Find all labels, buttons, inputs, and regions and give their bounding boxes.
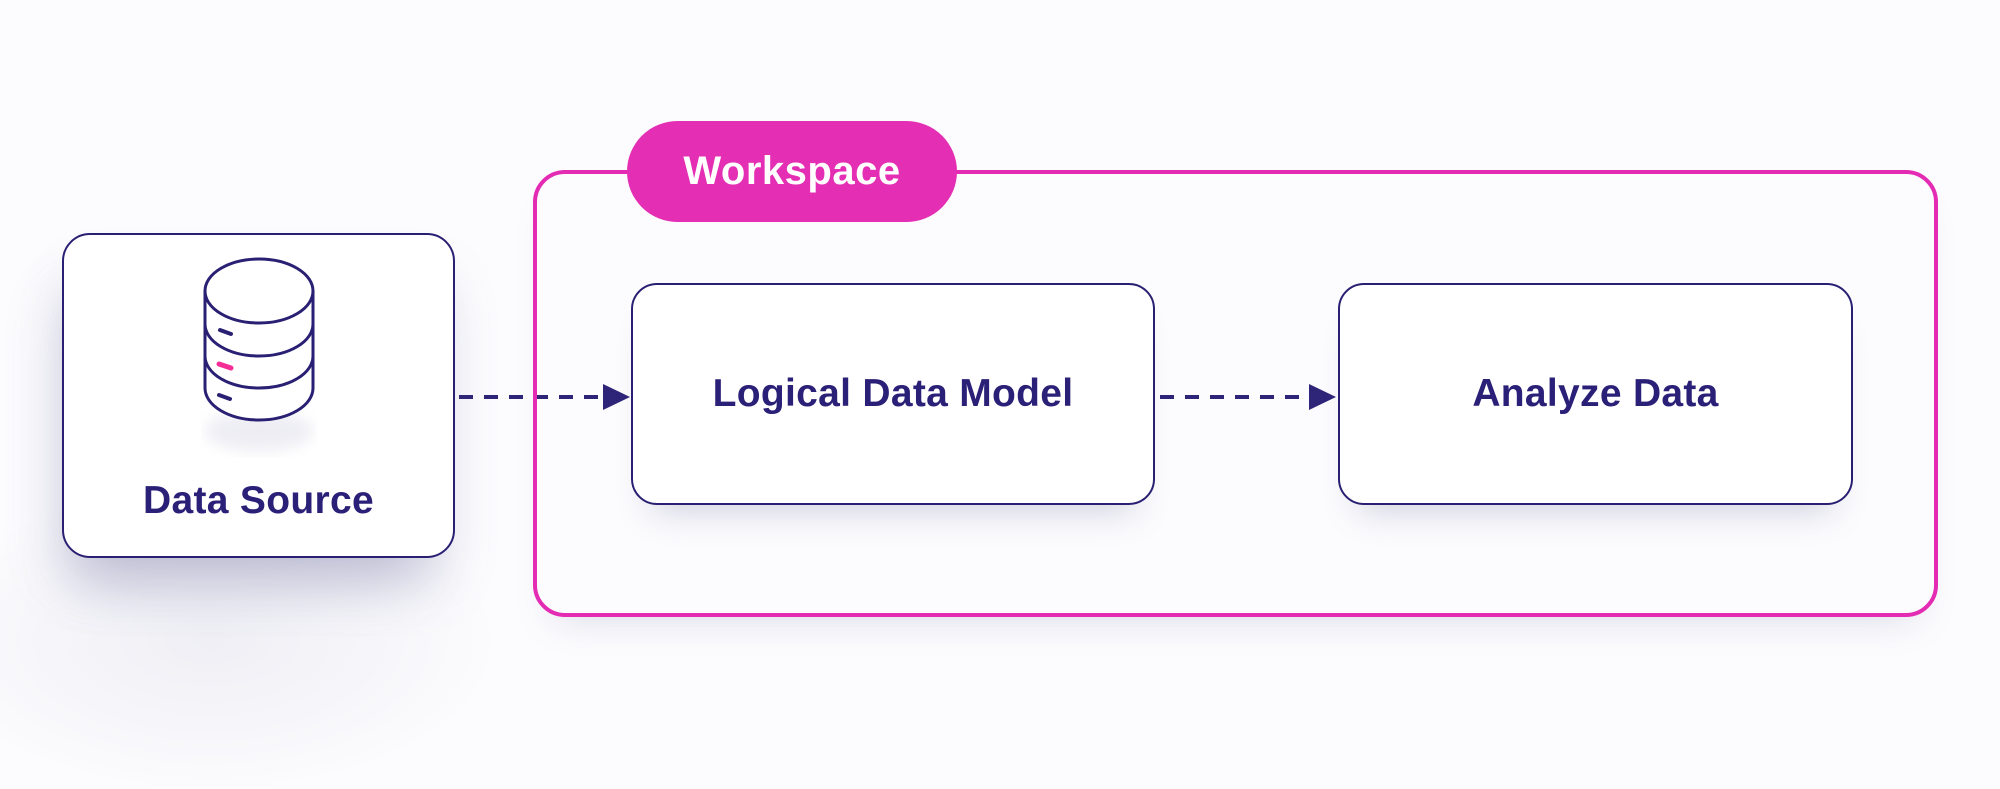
- logical-data-model-label: Logical Data Model: [712, 372, 1074, 415]
- node-data-source: Data Source: [62, 233, 455, 558]
- workspace-group: [533, 170, 1938, 617]
- data-source-label: Data Source: [143, 479, 374, 522]
- database-icon: [201, 253, 317, 458]
- arrow-data-source-to-logical-data-model: [459, 384, 630, 410]
- analyze-data-label: Analyze Data: [1472, 372, 1719, 415]
- arrow-logical-data-model-to-analyze-data: [1160, 384, 1336, 410]
- node-logical-data-model: Logical Data Model: [631, 283, 1155, 505]
- workspace-badge: Workspace: [627, 121, 957, 222]
- node-analyze-data: Analyze Data: [1338, 283, 1853, 505]
- workspace-label: Workspace: [683, 149, 901, 193]
